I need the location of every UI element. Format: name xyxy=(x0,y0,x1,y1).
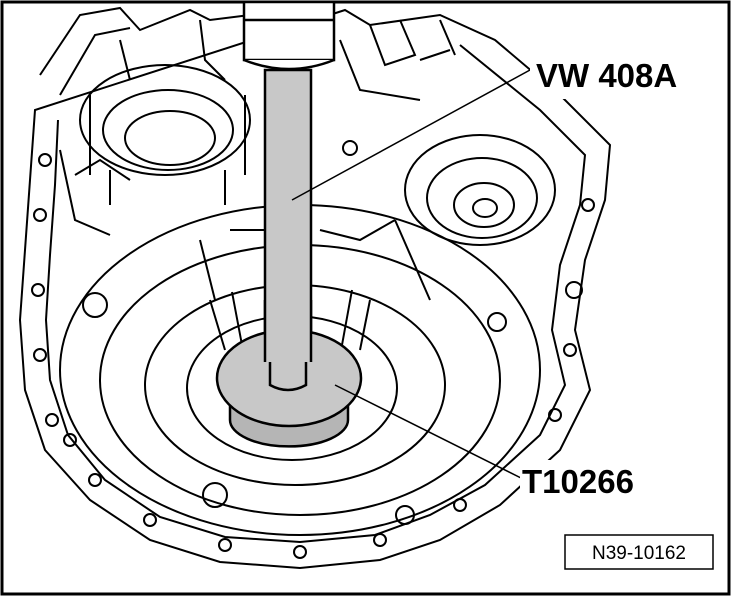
dowel-hole xyxy=(342,140,358,156)
bolt-hole xyxy=(548,408,562,422)
bearing-housing-left-bore xyxy=(124,110,216,166)
bolt-hole xyxy=(453,498,467,512)
bolt-hole xyxy=(31,283,45,297)
bolt-hole xyxy=(88,473,102,487)
drift-rod-tip-front xyxy=(268,362,308,392)
leader-vw-408a xyxy=(291,69,531,201)
label-vw-408a: VW 408A xyxy=(536,57,677,94)
bearing-housing-left-walls xyxy=(89,95,246,205)
bolt-hole xyxy=(373,533,387,547)
bearing-housing-right xyxy=(404,134,556,246)
bolt-hole xyxy=(218,538,232,552)
flange-inner-outline xyxy=(44,27,587,544)
bearing-housing-left xyxy=(79,64,251,176)
bearing-housing-right-center xyxy=(472,198,498,218)
leader-t10266 xyxy=(334,384,526,481)
bolt-hole xyxy=(293,545,307,559)
bolt-hole xyxy=(38,153,52,167)
label-bg-t10266 xyxy=(520,460,670,504)
tool-t10266 xyxy=(215,300,363,448)
dowel-hole xyxy=(82,292,108,318)
bolt-hole xyxy=(45,413,59,427)
bolt-hole xyxy=(563,343,577,357)
bearing-housing-right-inner xyxy=(426,157,538,239)
bearing-housing-left-inner xyxy=(102,89,234,171)
dowel-hole xyxy=(202,482,228,508)
housing-web xyxy=(199,219,431,301)
rod-collar xyxy=(242,0,336,62)
bolt-hole xyxy=(565,281,583,299)
retaining-clips xyxy=(209,289,371,351)
label-bg-vw-408a xyxy=(530,55,720,99)
bolt-hole xyxy=(143,513,157,527)
bolt-hole xyxy=(33,348,47,362)
housing-ribs xyxy=(59,19,456,236)
bolt-hole xyxy=(33,208,47,222)
leader-lines xyxy=(291,69,531,481)
label-t10266: T10266 xyxy=(522,463,634,500)
bolt-hole xyxy=(581,198,595,212)
drift-rod-overlap xyxy=(265,300,311,360)
figure-ref-number: N39-10162 xyxy=(592,543,686,564)
bolt-hole xyxy=(63,433,77,447)
bearing-housing-right-bore xyxy=(453,182,515,228)
dowel-hole xyxy=(487,312,507,332)
figure-ref-box xyxy=(564,534,714,570)
